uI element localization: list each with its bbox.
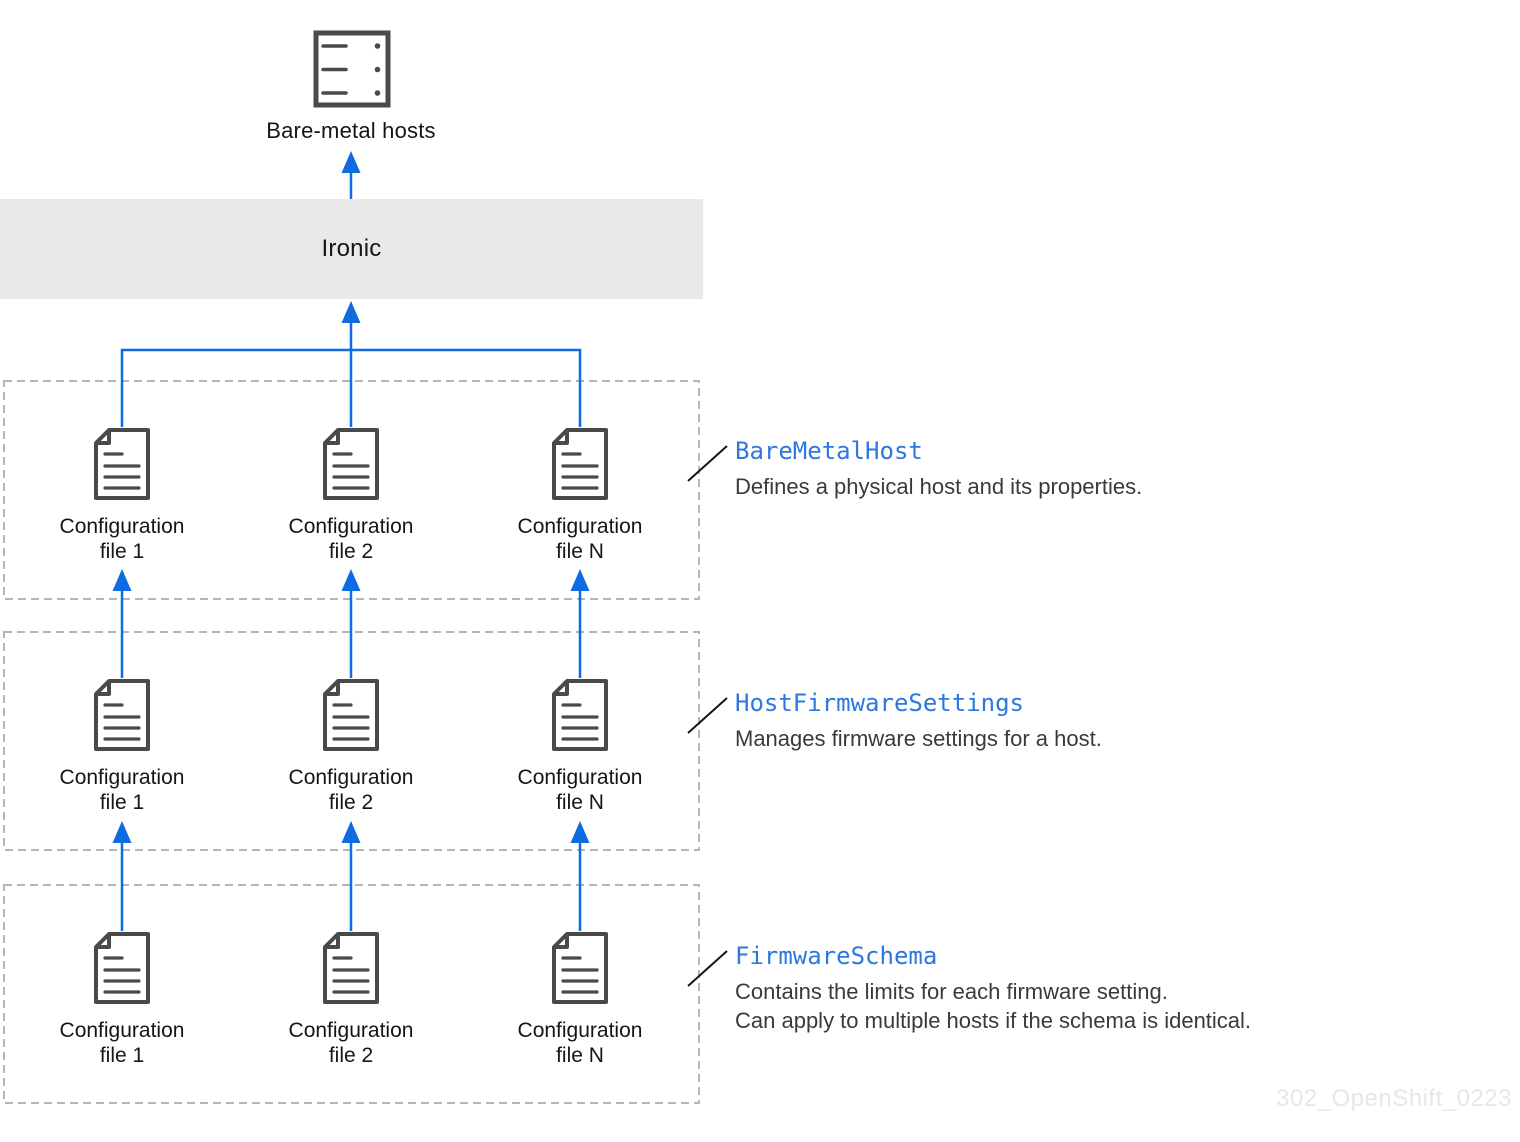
file-label-line1: Configuration	[288, 515, 414, 538]
config-file-cell: Configuration file 1	[12, 380, 232, 600]
file-label: Configuration file 2	[241, 1018, 461, 1068]
file-label-line2: file 1	[99, 1044, 145, 1067]
file-label-line1: Configuration	[59, 766, 185, 789]
document-icon	[94, 428, 150, 500]
config-file-cell: Configuration file N	[470, 884, 690, 1104]
config-file-cell: Configuration file N	[470, 380, 690, 600]
file-label-line2: file 1	[99, 791, 145, 814]
config-file-cell: Configuration file 1	[12, 631, 232, 851]
arrowhead-ironic-to-hosts	[341, 151, 361, 173]
annotation-code: BareMetalHost	[735, 437, 923, 465]
file-label-line2: file 2	[328, 791, 374, 814]
annotation-code: FirmwareSchema	[735, 942, 938, 970]
document-icon	[323, 932, 379, 1004]
file-label-line2: file 2	[328, 1044, 374, 1067]
file-label: Configuration file 2	[241, 765, 461, 815]
annotation-desc-line: Can apply to multiple hosts if the schem…	[735, 1008, 1252, 1033]
file-label-line1: Configuration	[59, 1019, 185, 1042]
annotation-desc-line: Defines a physical host and its properti…	[735, 474, 1143, 499]
annotation-code: HostFirmwareSettings	[735, 689, 1024, 717]
annotation-desc-line: Contains the limits for each firmware se…	[735, 979, 1168, 1004]
file-label-line1: Configuration	[288, 766, 414, 789]
arrowhead-configs-to-ironic	[341, 301, 361, 323]
group-box-firmwareschema: Configuration file 1 Configuration file …	[3, 884, 700, 1104]
file-label-line1: Configuration	[517, 766, 643, 789]
file-label-line1: Configuration	[517, 1019, 643, 1042]
file-label-line2: file N	[556, 1044, 604, 1067]
annotation-baremetalhost: BareMetalHost Defines a physical host an…	[735, 436, 1455, 501]
document-icon	[94, 679, 150, 751]
group-box-hostfirmwaresettings: Configuration file 1 Configuration file …	[3, 631, 700, 851]
annotation-desc-line: Manages firmware settings for a host.	[735, 726, 1102, 751]
document-icon	[323, 428, 379, 500]
file-label-line2: file N	[556, 791, 604, 814]
file-label-line1: Configuration	[288, 1019, 414, 1042]
document-icon	[552, 428, 608, 500]
file-label-line2: file 2	[328, 540, 374, 563]
file-label: Configuration file N	[470, 765, 690, 815]
document-icon	[94, 932, 150, 1004]
file-label: Configuration file 1	[12, 765, 232, 815]
file-label: Configuration file 2	[241, 514, 461, 564]
config-file-cell: Configuration file N	[470, 631, 690, 851]
file-label: Configuration file 1	[12, 1018, 232, 1068]
annotation-firmwareschema: FirmwareSchema Contains the limits for e…	[735, 941, 1455, 1035]
file-label-line1: Configuration	[59, 515, 185, 538]
ironic-bar: Ironic	[0, 199, 703, 299]
config-file-cell: Configuration file 1	[12, 884, 232, 1104]
file-label: Configuration file N	[470, 514, 690, 564]
watermark: 302_OpenShift_0223	[1276, 1085, 1512, 1112]
bare-metal-server-icon	[313, 30, 391, 108]
file-label-line2: file 1	[99, 540, 145, 563]
ironic-label: Ironic	[321, 235, 382, 262]
config-file-cell: Configuration file 2	[241, 884, 461, 1104]
document-icon	[552, 932, 608, 1004]
annotation-description: Defines a physical host and its properti…	[735, 472, 1455, 501]
document-icon	[323, 679, 379, 751]
bare-metal-hosts-label: Bare-metal hosts	[266, 118, 436, 143]
file-label: Configuration file N	[470, 1018, 690, 1068]
config-file-cell: Configuration file 2	[241, 380, 461, 600]
document-icon	[552, 679, 608, 751]
file-label: Configuration file 1	[12, 514, 232, 564]
file-label-line2: file N	[556, 540, 604, 563]
annotation-description: Manages firmware settings for a host.	[735, 724, 1455, 753]
annotation-hostfirmwaresettings: HostFirmwareSettings Manages firmware se…	[735, 688, 1455, 753]
config-file-cell: Configuration file 2	[241, 631, 461, 851]
file-label-line1: Configuration	[517, 515, 643, 538]
group-box-baremetalhost: Configuration file 1 Configuration file …	[3, 380, 700, 600]
annotation-description: Contains the limits for each firmware se…	[735, 977, 1455, 1035]
